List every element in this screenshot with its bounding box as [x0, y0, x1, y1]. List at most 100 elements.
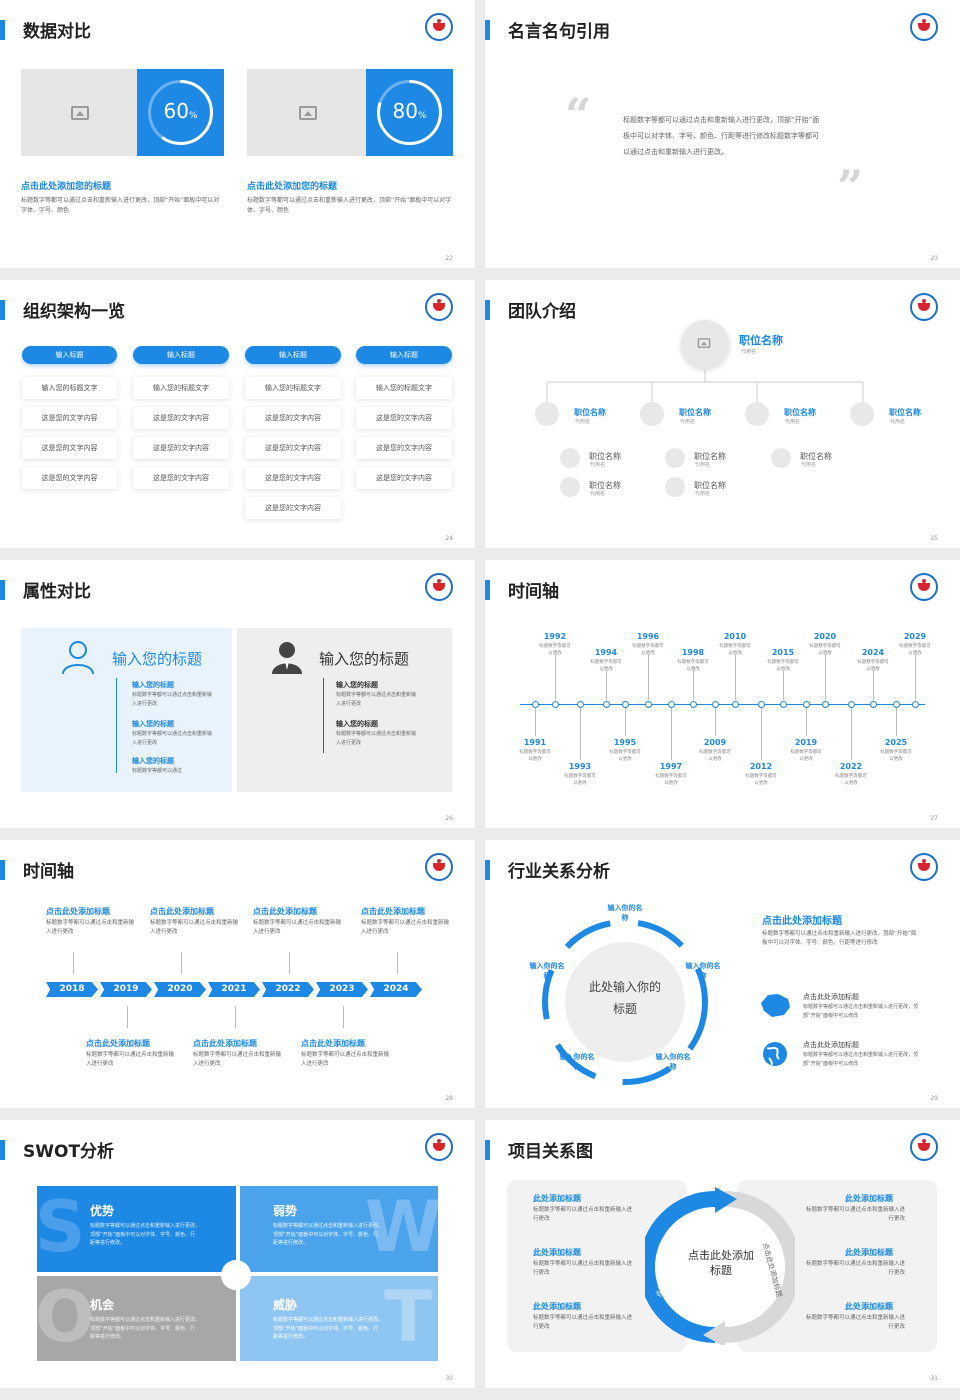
- timeline-dot: [847, 700, 855, 708]
- org-card[interactable]: 这是您的文字内容: [133, 467, 229, 489]
- member-sub: 代用名: [590, 491, 606, 497]
- logo-icon: [910, 293, 938, 321]
- year-text: 标题数字等都可以更改: [590, 660, 622, 673]
- year-label: 1997: [659, 762, 683, 771]
- avatar[interactable]: [665, 477, 685, 497]
- org-card[interactable]: 输入您的标题文字: [133, 377, 229, 399]
- event-text: 标题数字等都可以通过点击和重新输入进行更改: [150, 920, 239, 936]
- year-text: 标题数字等都可以更改: [677, 660, 709, 673]
- slide-quote: 名言名句引用 “ 标题数字等都可以通过点击和重新输入进行更改，顶部“开始”面板中…: [485, 0, 960, 268]
- org-card[interactable]: 这是您的文字内容: [133, 407, 229, 429]
- item-title: 输入您的标题: [336, 681, 378, 689]
- year-arrow[interactable]: 2019: [100, 982, 152, 997]
- year-label: 1998: [681, 648, 705, 657]
- item-heading: 点击此处添加您的标题: [247, 182, 338, 192]
- year-text: 标题数字等都可以更改: [519, 750, 551, 763]
- year-arrow[interactable]: 2021: [208, 982, 260, 997]
- avatar[interactable]: [850, 402, 874, 426]
- connector: [671, 708, 672, 760]
- page-number: 22: [445, 255, 453, 262]
- percent-panel: 60%: [137, 69, 224, 156]
- image-placeholder[interactable]: [247, 69, 366, 156]
- org-card[interactable]: 这是您的文字内容: [133, 437, 229, 459]
- avatar[interactable]: [560, 477, 580, 497]
- logo-icon: [910, 853, 938, 881]
- event-text: 标题数字等都可以通过点击和重新输入进行更改: [86, 1052, 175, 1068]
- year-arrow[interactable]: 2022: [262, 982, 314, 997]
- timeline-dot: [531, 700, 539, 708]
- avatar[interactable]: [681, 320, 729, 368]
- percent-panel: 80%: [366, 69, 453, 156]
- avatar[interactable]: [535, 402, 559, 426]
- member-sub: 代用名: [785, 419, 801, 425]
- slide-title: 时间轴: [508, 582, 559, 602]
- item-text: 标题数字等都可以通过点击和重新输入进行更改: [132, 692, 213, 707]
- swot-threat[interactable]: T 威胁 标题数字等都可以通过点击和重新输入进行更改，顶部“开始”面板中可以对字…: [240, 1276, 438, 1361]
- connector: [715, 708, 716, 736]
- org-card[interactable]: 这是您的文字内容: [245, 497, 341, 519]
- year-arrow[interactable]: 2018: [46, 982, 98, 997]
- year-arrow[interactable]: 2023: [316, 982, 368, 997]
- year-label: 2009: [703, 738, 727, 747]
- timeline-dot: [802, 700, 810, 708]
- node-label: 输入你的名称: [685, 962, 721, 980]
- column-header[interactable]: 输入标题: [133, 346, 229, 364]
- org-card[interactable]: 这是您的文字内容: [22, 437, 117, 459]
- year-label: 2025: [884, 738, 908, 747]
- org-card[interactable]: 这是您的文字内容: [245, 467, 341, 489]
- swot-weakness[interactable]: W 弱势 标题数字等都可以通过点击和重新输入进行更改，顶部“开始”面板中可以对字…: [240, 1186, 438, 1272]
- org-card[interactable]: 这是您的文字内容: [22, 407, 117, 429]
- column-header[interactable]: 输入标题: [245, 346, 341, 364]
- node-label: 输入你的名称: [529, 962, 565, 980]
- page-number: 25: [930, 535, 938, 542]
- year-text: 标题数字等都可以更改: [655, 774, 687, 787]
- org-card[interactable]: 输入您的标题文字: [356, 377, 452, 399]
- connector: [648, 654, 649, 700]
- timeline-dot: [869, 700, 877, 708]
- globe-icon: [763, 1042, 787, 1066]
- swot-title: 机会: [90, 1298, 115, 1312]
- event-title: 点击此处添加标题: [86, 1039, 150, 1048]
- connector: [873, 670, 874, 700]
- timeline-dot: [667, 700, 675, 708]
- page-number: 31: [930, 1375, 938, 1382]
- org-card[interactable]: 这是您的文字内容: [22, 467, 117, 489]
- year-label: 1991: [523, 738, 547, 747]
- year-label: 2010: [723, 632, 747, 641]
- title-bar: [0, 580, 5, 600]
- connector: [343, 1006, 344, 1028]
- node-label: 输入你的名称: [607, 904, 643, 922]
- swot-opportunity[interactable]: O 机会 标题数字等都可以通过点击和重新输入进行更改，顶部“开始”面板中可以对字…: [37, 1276, 236, 1361]
- year-text: 标题数字等都可以更改: [539, 644, 571, 657]
- org-card[interactable]: 这是您的文字内容: [245, 407, 341, 429]
- logo-icon: [425, 293, 453, 321]
- org-card[interactable]: 输入您的标题文字: [22, 377, 117, 399]
- year-arrow[interactable]: 2024: [370, 982, 422, 997]
- org-card[interactable]: 这是您的文字内容: [356, 437, 452, 459]
- year-arrow[interactable]: 2020: [154, 982, 206, 997]
- logo-icon: [910, 13, 938, 41]
- member-name: 职位名称: [589, 481, 621, 490]
- avatar[interactable]: [560, 448, 580, 468]
- org-card[interactable]: 这是您的文字内容: [245, 437, 341, 459]
- org-card[interactable]: 这是您的文字内容: [356, 467, 452, 489]
- org-card[interactable]: 这是您的文字内容: [356, 407, 452, 429]
- item-title: 点击此处添加标题: [803, 993, 859, 1001]
- logo-icon: [425, 573, 453, 601]
- slide-timeline-arrows: 时间轴 点击此处添加标题 标题数字等都可以通过点击和重新输入进行更改 点击此处添…: [0, 840, 475, 1108]
- org-card[interactable]: 输入您的标题文字: [245, 377, 341, 399]
- avatar[interactable]: [640, 402, 664, 426]
- column-header[interactable]: 输入标题: [356, 346, 452, 364]
- column-header[interactable]: 输入标题: [22, 346, 117, 364]
- image-placeholder[interactable]: [21, 69, 137, 156]
- year-text: 标题数字等都可以更改: [880, 750, 912, 763]
- user-icon: [62, 641, 94, 675]
- slide-industry: 行业关系分析 此处输入你的标题 输入你的名称 输入你的名称 输入你的名称 输入你…: [485, 840, 960, 1108]
- connector: [693, 670, 694, 700]
- year-label: 2024: [861, 648, 885, 657]
- avatar[interactable]: [771, 448, 791, 468]
- avatar[interactable]: [665, 448, 685, 468]
- connector: [535, 708, 536, 736]
- swot-strength[interactable]: S 优势 标题数字等都可以通过点击和重新输入进行更改，顶部“开始”面板中可以对字…: [37, 1186, 236, 1272]
- avatar[interactable]: [745, 402, 769, 426]
